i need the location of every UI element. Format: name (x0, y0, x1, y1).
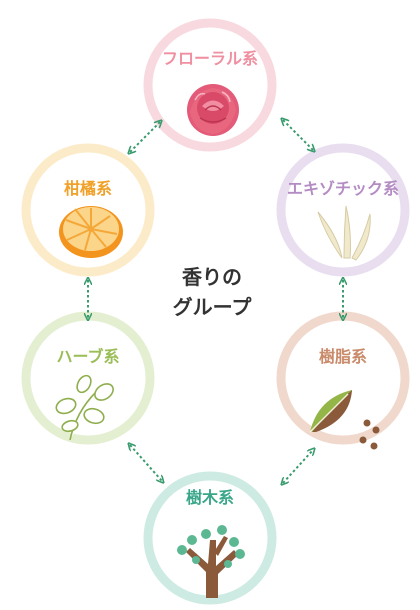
connector-herb-woody (130, 445, 162, 481)
exotic-leaves-icon (317, 205, 371, 261)
exotic-ring (276, 143, 410, 277)
rose-icon (187, 84, 239, 136)
center-title-line2: グループ (173, 295, 253, 319)
group-label-woody: 樹木系 (186, 488, 234, 507)
tree-icon (177, 525, 245, 598)
group-label-citrus: 柑橘系 (64, 179, 112, 198)
connector-floral-exotic (283, 120, 313, 150)
resin-leaf-icon (309, 390, 380, 450)
group-label-herb: ハーブ系 (56, 347, 119, 366)
orange-slice-icon (59, 206, 123, 258)
resin-ring (276, 311, 410, 445)
group-label-floral: フローラル系 (162, 49, 258, 68)
woody-ring (143, 471, 277, 605)
herb-leaf-icon (55, 374, 114, 441)
group-label-exotic: エキゾチック系 (287, 179, 399, 198)
connector-woody-resin (283, 450, 313, 483)
center-title-line1: 香りの (182, 265, 242, 289)
connector-citrus-floral (130, 122, 160, 152)
group-label-resin: 樹脂系 (319, 347, 367, 366)
